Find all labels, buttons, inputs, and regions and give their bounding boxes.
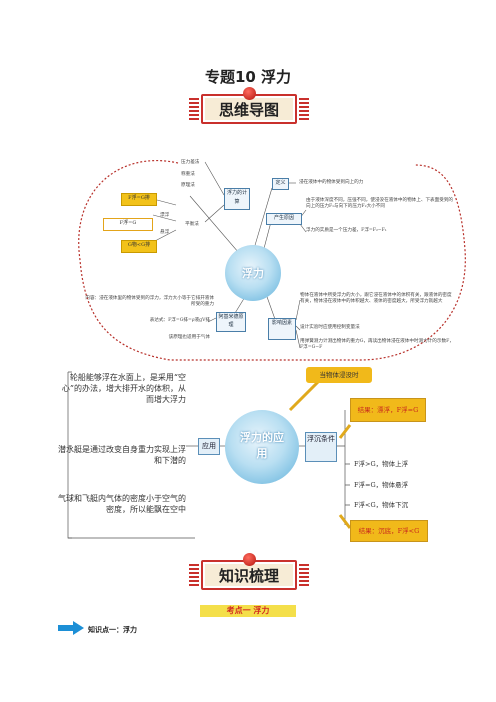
cause-box: 产生原因	[266, 213, 302, 225]
method-principle: 原理法	[181, 183, 195, 188]
calc-box: 浮力的计算	[224, 188, 250, 210]
definition-text: 浸在液体中的物体受到向上的力	[299, 180, 364, 185]
result-float: 结果：漂浮，F浮=G	[350, 398, 426, 422]
archimedes-gas: 该原理也适用于气体	[168, 335, 210, 340]
condition-rise: F浮>G，物体上浮	[354, 460, 409, 468]
conditions-box: 浮沉条件	[305, 432, 337, 462]
app-submarine-text: 潜水艇是通过改变自身重力实现上浮和下潜的	[58, 445, 186, 465]
map1-center: 浮力	[225, 245, 281, 301]
formula-suspend: F浮=G	[103, 218, 153, 231]
label-suspend: 悬浮	[160, 230, 170, 235]
method-pressure-diff: 压力差法	[181, 160, 200, 165]
banner-pin-icon	[242, 553, 256, 566]
knowledge-heading: 知识梳理	[218, 567, 279, 585]
knowledge-banner: 知识梳理	[189, 553, 309, 590]
condition-suspend: F浮=G，物体悬浮	[354, 481, 409, 489]
definition-box: 定义	[272, 178, 289, 190]
label-float: 漂浮	[160, 213, 170, 218]
document-title: 专题10 浮力	[204, 68, 292, 86]
map2-center: 浮力的应用	[225, 410, 299, 484]
topic-label: 考点一 浮力	[200, 605, 296, 617]
formula-float: F浮=G排	[121, 193, 157, 206]
label-balance-method: 平衡法	[185, 222, 199, 227]
arrow-icon	[58, 621, 84, 635]
mind-map-heading: 思维导图	[218, 101, 279, 119]
factors-text-3: 用弹簧测力计测出物体的重力G，再读出物体浸在液体中时测力计的示数F，F浮=G−F	[300, 339, 454, 350]
result-sink: 结果：沉底，F浮<G	[350, 520, 428, 542]
knowledge-point-label: 知识点一：浮力	[88, 626, 137, 634]
callout-submerged: 当物体浸没时	[306, 367, 372, 383]
archimedes-content: 内容：浸在液体里的物体受到的浮力，浮力大小等于它排开液体所受的重力	[85, 296, 214, 307]
mind-map-banner: 思维导图	[189, 87, 309, 124]
factors-text-2: 设计实验时应使用控制变量法	[300, 325, 360, 330]
cause-text-1: 由于液体深度不同，压强不同，使浸没在液体中的物体上、下表面受到的向上的压力F₁与…	[306, 198, 454, 209]
archimedes-formula: 表达式：F浮=G排=ρ液gV排	[149, 318, 210, 323]
factors-text-1: 物体在液体中所受浮力的大小，跟它浸在液体中的体积有关，跟液体的密度有关，物体浸在…	[300, 293, 452, 304]
condition-sink: F浮<G，物体下沉	[354, 501, 409, 509]
method-weighing: 称重法	[181, 172, 195, 177]
factors-box: 影响因素	[268, 318, 296, 340]
app-ship-text: 轮船能够浮在水面上，是采用“空心”的办法，增大排开水的体积，从而增大浮力	[61, 373, 186, 404]
map2-center-label: 浮力的应用	[240, 431, 284, 460]
cause-text-2: 浮力的实质是一个压力差，F浮=F₂−F₁	[306, 228, 387, 233]
app-balloon-text: 气球和飞艇内气体的密度小于空气的密度，所以能飘在空中	[58, 494, 186, 514]
application-box: 应用	[198, 438, 220, 455]
banner-pin-icon	[242, 87, 256, 100]
map1-center-label: 浮力	[242, 267, 264, 280]
archimedes-box: 阿基米德原理	[216, 312, 246, 332]
formula-sink: G物<G排	[121, 240, 157, 253]
